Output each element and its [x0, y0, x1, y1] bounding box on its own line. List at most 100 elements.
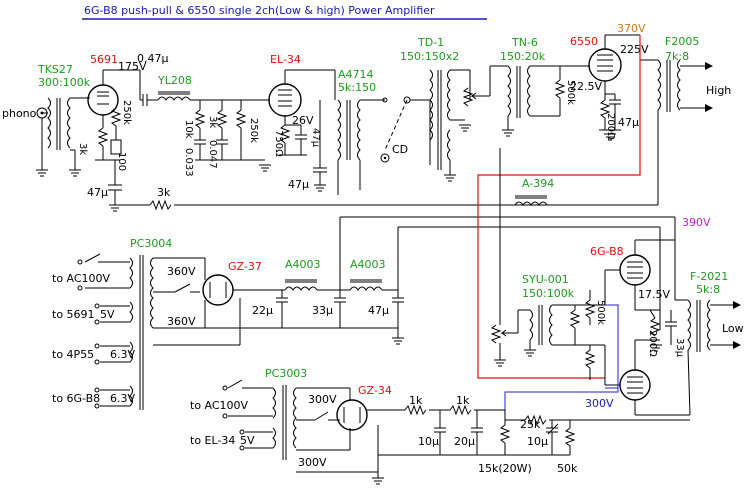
- v360b-label: 360V: [167, 315, 196, 328]
- r3k-c-label: 3k: [157, 186, 171, 199]
- tks27-label: TKS27: [37, 63, 73, 76]
- tube-gz34: [336, 399, 405, 431]
- tube-6550: [588, 34, 640, 141]
- c33b-label: 33μ: [674, 338, 685, 358]
- f2021-ratio: 5k:8: [696, 283, 720, 296]
- gz34-label: GZ-34: [358, 384, 392, 397]
- r250k-a-label: 250k: [121, 100, 132, 125]
- c0047-label: 0.047: [207, 140, 218, 169]
- r3k-b-label: 3k: [207, 116, 218, 128]
- syu-ratio: 150:100k: [522, 287, 575, 300]
- el34-cathode: [279, 124, 307, 156]
- tks27-transformer: [42, 97, 90, 177]
- syu001-transformer: [490, 148, 605, 380]
- cd-label: CD: [392, 143, 408, 156]
- td1-transformer: [429, 69, 490, 182]
- tube-6gb8-label: 6G-B8: [590, 245, 624, 258]
- tube-5691: [87, 69, 140, 128]
- v63b-label: 6.3V: [110, 392, 135, 405]
- v5b-label: 5V: [240, 434, 255, 447]
- r50k-label: 50k: [557, 462, 578, 475]
- f2005-label: F2005: [665, 35, 699, 48]
- to-5691-label: to 5691: [52, 308, 95, 321]
- c20-label: 20μ: [454, 435, 475, 448]
- to-ac100-b-label: to AC100V: [190, 399, 249, 412]
- c47-b-label: 47μ: [618, 116, 639, 129]
- tube-6gb8-lower: [604, 340, 690, 416]
- 6gb8-cathode: [635, 309, 677, 352]
- psu2-filter: [378, 404, 690, 456]
- tube-6gb8-upper: [604, 239, 675, 310]
- r200-label: 200Ω: [605, 113, 616, 140]
- tube-5691-label: 5691: [90, 53, 118, 66]
- to-6gb8-label: to 6G-B8: [52, 392, 100, 405]
- pc3003-label: PC3003: [265, 367, 307, 380]
- input-cathode-network: [95, 107, 122, 161]
- f2021-label: F-2021: [690, 270, 728, 283]
- a4714-label: A4714: [338, 68, 374, 81]
- c47-d-label: 47μ: [87, 186, 108, 199]
- c10a-label: 10μ: [418, 435, 439, 448]
- c33-label: 33μ: [312, 304, 333, 317]
- tube-el34: [268, 69, 335, 125]
- r3k-a-label: 3k: [77, 143, 88, 155]
- tks27-ratio: 300:100k: [38, 76, 91, 89]
- r15k-label: 15k(20W): [478, 462, 532, 475]
- a4714-ratio: 5k:150: [338, 81, 376, 94]
- c10b-label: 10μ: [527, 435, 548, 448]
- r1ka-label: 1k: [409, 394, 423, 407]
- c0033-label: 0.033: [183, 148, 194, 177]
- gz37-label: GZ-37: [228, 260, 262, 273]
- phono-jack: [36, 107, 48, 177]
- supply-300v-wire: [504, 388, 619, 420]
- v300b-label: 300V: [298, 456, 327, 469]
- v390-label: 390V: [682, 216, 711, 229]
- to-4p55-label: to 4P55: [52, 348, 94, 361]
- v300a-label: 300V: [308, 393, 337, 406]
- r100-label: 100: [116, 152, 127, 171]
- to-el34-label: to EL-34: [190, 434, 235, 447]
- low-label: Low: [722, 322, 744, 335]
- v175b-label: 17.5V: [638, 288, 670, 301]
- pc3004-label: PC3004: [130, 237, 172, 250]
- v225b-label: 22.5V: [570, 80, 602, 93]
- c47-c-label: 47μ: [288, 178, 309, 191]
- high-label: High: [706, 84, 731, 97]
- r750-label: 750Ω: [273, 130, 284, 157]
- c47-e-label: 47μ: [368, 304, 389, 317]
- td1-ratio: 150:150x2: [400, 50, 459, 63]
- r10k-label: 10k: [183, 120, 194, 139]
- c22-label: 22μ: [252, 304, 273, 317]
- r500k-b-label: 500k: [595, 300, 606, 325]
- v63a-label: 6.3V: [110, 348, 135, 361]
- a4003a-label: A4003: [285, 258, 321, 271]
- a4714-transformer: [334, 70, 385, 195]
- el34-b-plus-cap: [313, 100, 327, 192]
- v225-label: 225V: [620, 43, 649, 56]
- r250k-b-label: 250k: [248, 118, 259, 143]
- tube-gz37: [202, 274, 285, 306]
- f2005-ratio: 7k:8: [665, 50, 689, 63]
- pc3004-transformer: [77, 253, 241, 410]
- c47-a-label: 47μ: [310, 128, 321, 148]
- yl208-choke: [139, 70, 270, 106]
- b-plus-bus: [339, 216, 676, 330]
- r200b-label: 200Ω: [647, 330, 658, 357]
- feedback-network: [108, 160, 515, 212]
- supply-370v-wire: [477, 35, 641, 379]
- grid-bias-wire: [605, 304, 619, 389]
- tn6-transformer: [489, 65, 590, 137]
- v300c-label: 300V: [585, 397, 614, 410]
- v370-label: 370V: [617, 22, 646, 35]
- v26-label: 26V: [292, 114, 314, 127]
- phono-label: phono: [2, 107, 37, 120]
- c047-label: 0.47μ: [137, 52, 169, 65]
- v5a-label: 5V: [100, 308, 115, 321]
- to-ac100-a-label: to AC100V: [52, 272, 111, 285]
- v360a-label: 360V: [167, 265, 196, 278]
- input-selector-switch[interactable]: [380, 96, 430, 163]
- tube-el34-label: EL-34: [270, 53, 301, 66]
- r500k-a-label: 500k: [565, 80, 576, 105]
- eq-network: [194, 100, 271, 172]
